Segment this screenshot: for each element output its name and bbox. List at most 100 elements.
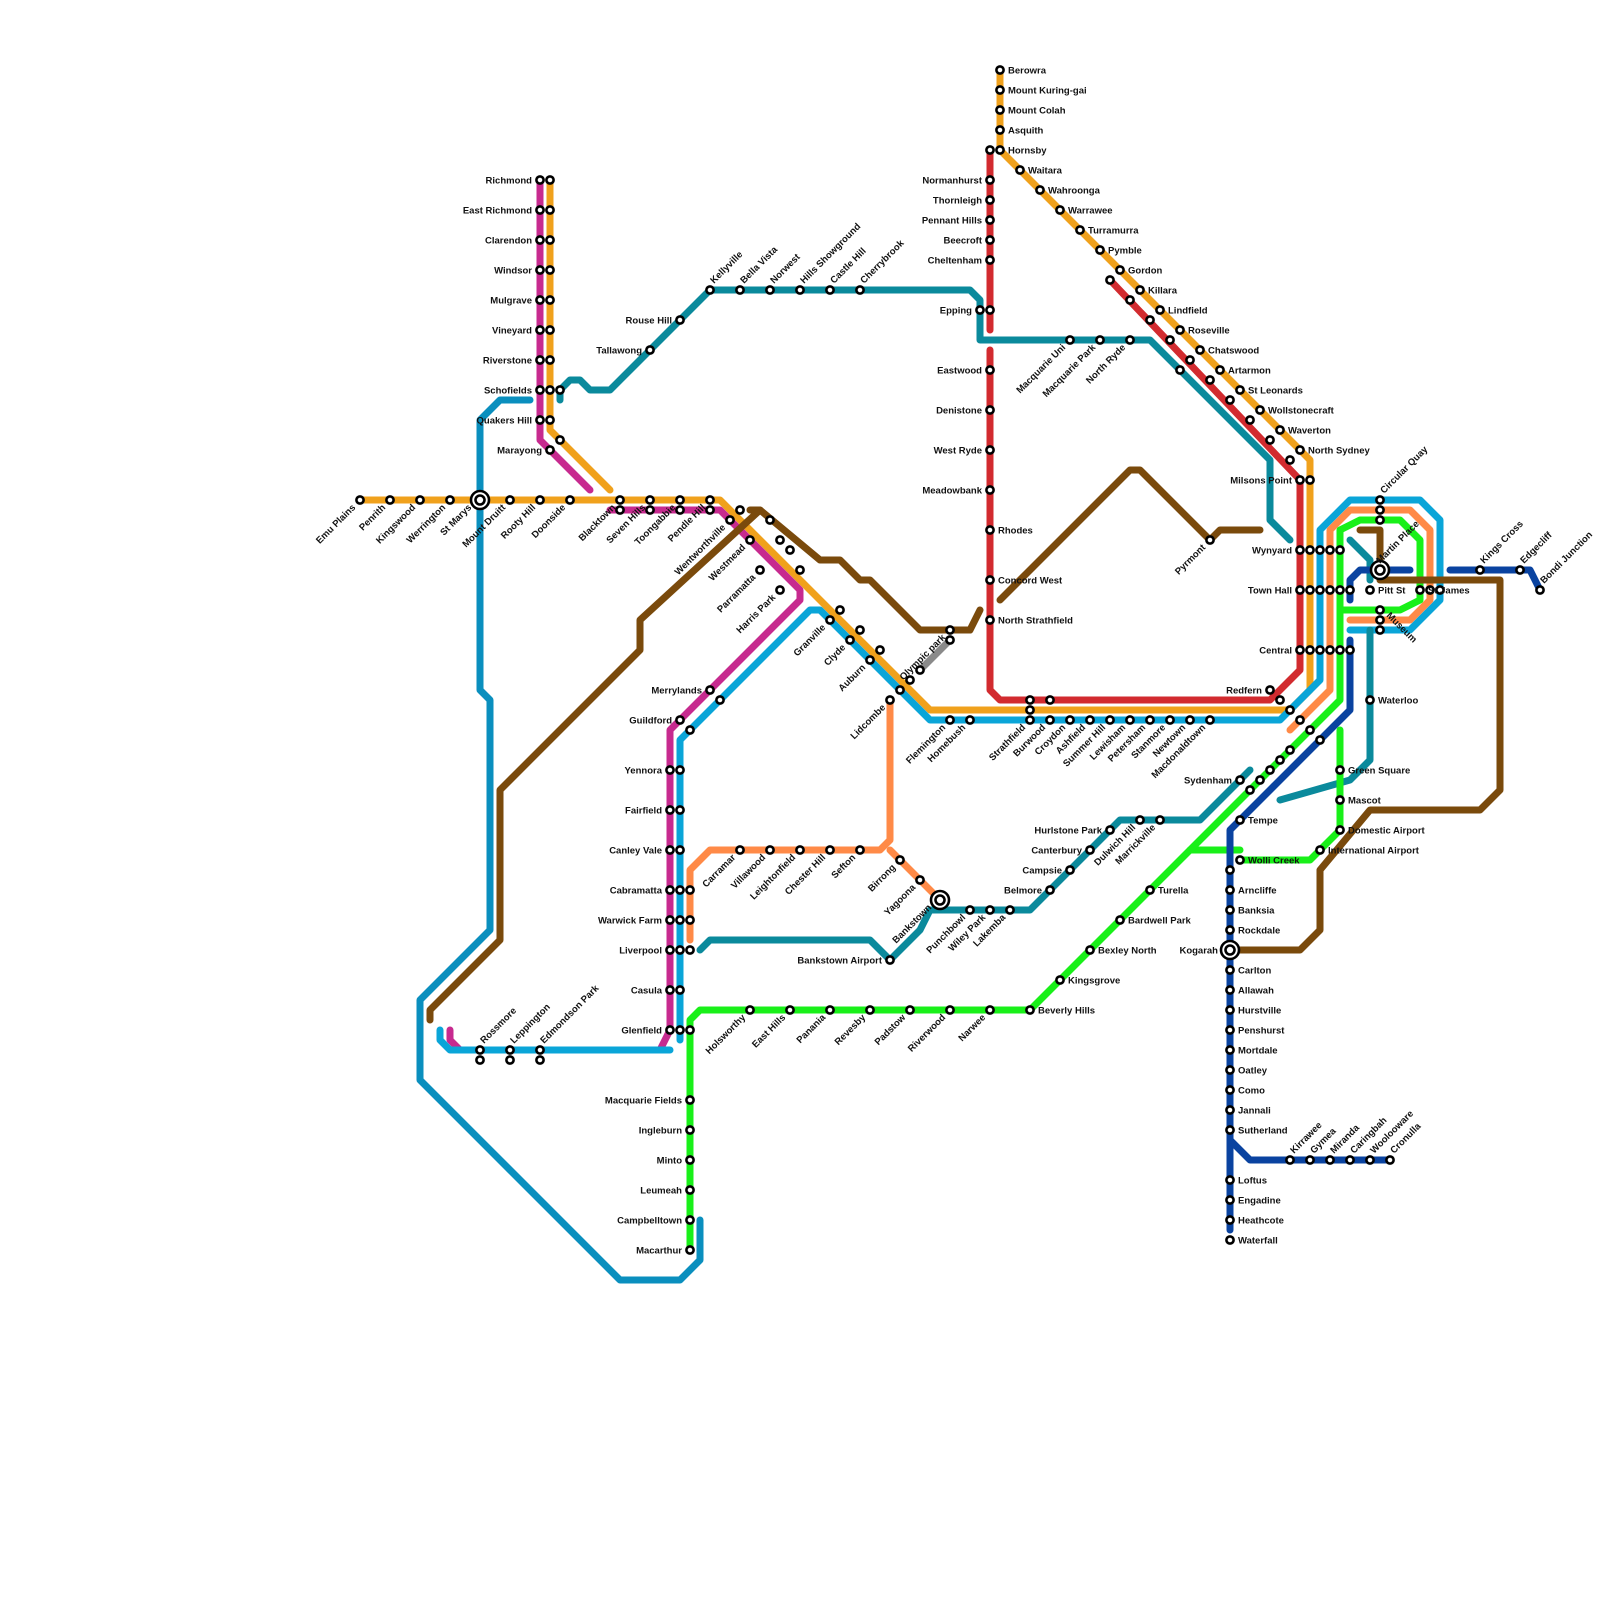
station-bexley_north[interactable]	[1086, 946, 1093, 953]
station-east_richmond[interactable]	[536, 206, 543, 213]
station-bardwell_park[interactable]	[1116, 916, 1123, 923]
station-st_leonards[interactable]	[1236, 386, 1243, 393]
station-central[interactable]	[1346, 646, 1353, 653]
station-town_hall[interactable]	[1346, 586, 1353, 593]
station-tallawong[interactable]	[646, 346, 653, 353]
station-croydon[interactable]	[1066, 716, 1073, 723]
station-circular_quay[interactable]	[1376, 506, 1383, 513]
station-burwood[interactable]	[1046, 716, 1053, 723]
station-north_sydney[interactable]	[1286, 456, 1293, 463]
station-cabramatta[interactable]	[686, 886, 693, 893]
station-sydenham[interactable]	[1236, 776, 1243, 783]
station-campbelltown[interactable]	[686, 1216, 693, 1223]
station-milsons_point[interactable]	[1306, 476, 1313, 483]
station-liverpool[interactable]	[686, 946, 693, 953]
station-homebush[interactable]	[966, 716, 973, 723]
station-waverton[interactable]	[1266, 436, 1273, 443]
station-turramurra[interactable]	[1076, 226, 1083, 233]
station-domestic_airport[interactable]	[1336, 826, 1343, 833]
station-richmond[interactable]	[536, 176, 543, 183]
station-emu_plains[interactable]	[356, 496, 363, 503]
station-marayong[interactable]	[556, 436, 563, 443]
station-allawah[interactable]	[1226, 986, 1233, 993]
station-mount_kuring_gai[interactable]	[996, 86, 1003, 93]
station-burwood[interactable]	[1046, 696, 1053, 703]
station-vineyard[interactable]	[546, 326, 553, 333]
station-rockdale[interactable]	[1226, 926, 1233, 933]
station-redfern[interactable]	[1276, 696, 1283, 703]
station-wollstonecraft[interactable]	[1256, 406, 1263, 413]
station-rouse_hill[interactable]	[676, 316, 683, 323]
station-artarmon[interactable]	[1216, 366, 1223, 373]
station-heathcote[interactable]	[1226, 1216, 1233, 1223]
station-woolooware[interactable]	[1366, 1156, 1373, 1163]
station-tempe[interactable]	[1286, 746, 1293, 753]
station-gymea[interactable]	[1306, 1156, 1313, 1163]
station-hornsby[interactable]	[996, 146, 1003, 153]
station-villawood[interactable]	[766, 846, 773, 853]
station-waterfall[interactable]	[1226, 1236, 1233, 1243]
station-roseville[interactable]	[1166, 336, 1173, 343]
station-canley_vale[interactable]	[666, 846, 673, 853]
station-town_hall[interactable]	[1326, 586, 1333, 593]
station-north_strathfield[interactable]	[986, 616, 993, 623]
station-castle_hill[interactable]	[826, 286, 833, 293]
station-marayong[interactable]	[546, 446, 553, 453]
station-redfern[interactable]	[1306, 726, 1313, 733]
station-killara[interactable]	[1126, 296, 1133, 303]
station-kings_cross[interactable]	[1476, 566, 1483, 573]
station-tempe[interactable]	[1276, 756, 1283, 763]
station-newtown[interactable]	[1186, 716, 1193, 723]
station-werrington[interactable]	[446, 496, 453, 503]
station-killara[interactable]	[1136, 286, 1143, 293]
station-parramatta[interactable]	[776, 536, 783, 543]
station-chatswood[interactable]	[1176, 366, 1183, 373]
station-east_hills[interactable]	[786, 1006, 793, 1013]
station-denistone[interactable]	[986, 406, 993, 413]
station-panania[interactable]	[826, 1006, 833, 1013]
station-beverly_hills[interactable]	[1026, 1006, 1033, 1013]
station-parramatta[interactable]	[756, 566, 763, 573]
station-yagoona[interactable]	[916, 876, 923, 883]
station-wolli_creek[interactable]	[1226, 866, 1233, 873]
station-padstow[interactable]	[906, 1006, 913, 1013]
station-wynyard[interactable]	[1296, 546, 1303, 553]
station-town_hall[interactable]	[1316, 586, 1323, 593]
station-clyde[interactable]	[846, 636, 853, 643]
station-lidcombe[interactable]	[896, 686, 903, 693]
station-harris_park[interactable]	[776, 586, 783, 593]
station-summer_hill[interactable]	[1106, 716, 1113, 723]
station-st_leonards[interactable]	[1226, 396, 1233, 403]
station-casula[interactable]	[676, 986, 683, 993]
station-canley_vale[interactable]	[676, 846, 683, 853]
station-schofields[interactable]	[536, 386, 543, 393]
station-artarmon[interactable]	[1206, 376, 1213, 383]
station-marrickville[interactable]	[1156, 816, 1163, 823]
station-epping[interactable]	[976, 306, 983, 313]
station-asquith[interactable]	[996, 126, 1003, 133]
station-edmondson_park[interactable]	[536, 1046, 543, 1053]
station-museum[interactable]	[1376, 616, 1383, 623]
station-glenfield[interactable]	[676, 1026, 683, 1033]
station-tempe[interactable]	[1266, 766, 1273, 773]
station-wynyard[interactable]	[1306, 546, 1313, 553]
station-tempe[interactable]	[1256, 776, 1263, 783]
station-strathfield[interactable]	[1026, 706, 1033, 713]
station-leumeah[interactable]	[686, 1186, 693, 1193]
station-green_square[interactable]	[1336, 766, 1343, 773]
station-town_hall[interactable]	[1336, 586, 1343, 593]
station-st_james[interactable]	[1416, 586, 1423, 593]
station-carramar[interactable]	[736, 846, 743, 853]
station-gordon[interactable]	[1106, 276, 1113, 283]
station-hornsby[interactable]	[986, 146, 993, 153]
station-hills_showground[interactable]	[796, 286, 803, 293]
station-meadowbank[interactable]	[986, 486, 993, 493]
station-penshurst[interactable]	[1226, 1026, 1233, 1033]
station-wiley_park[interactable]	[986, 906, 993, 913]
station-epping[interactable]	[986, 306, 993, 313]
station-sefton[interactable]	[856, 846, 863, 853]
station-roseville[interactable]	[1176, 326, 1183, 333]
station-glenfield[interactable]	[666, 1026, 673, 1033]
station-mount_colah[interactable]	[996, 106, 1003, 113]
station-blacktown[interactable]	[616, 496, 623, 503]
